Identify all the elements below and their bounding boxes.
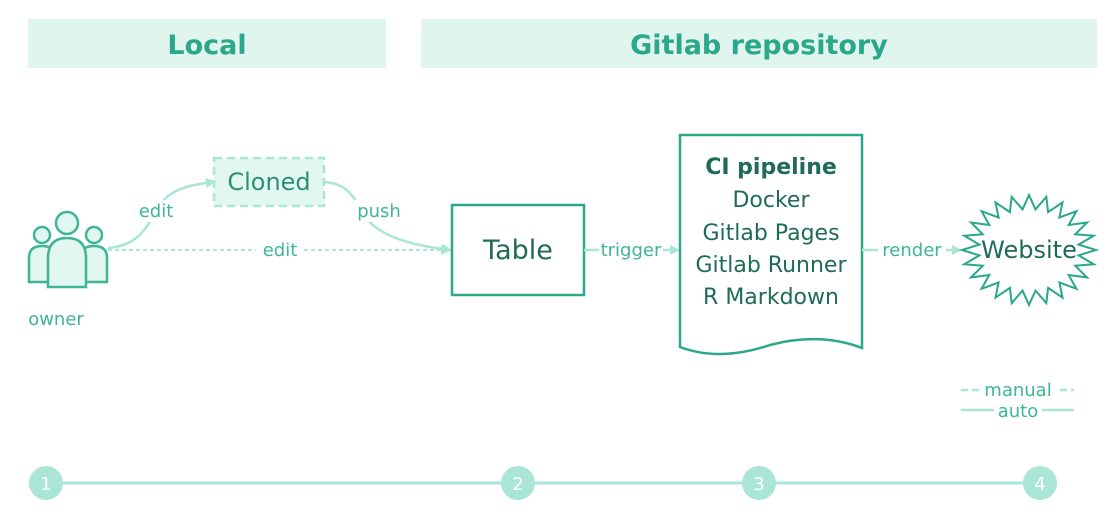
gitlab-header: Gitlab repository — [421, 19, 1097, 68]
edge-push-label: push — [357, 201, 401, 222]
local-header-label: Local — [167, 30, 246, 61]
ci-pipeline-title: CI pipeline — [705, 155, 837, 180]
legend-auto-label: auto — [998, 401, 1039, 422]
gitlab-header-label: Gitlab repository — [630, 30, 888, 61]
cloned-node — [212, 156, 326, 208]
timeline-step-4: 4 — [1034, 474, 1045, 495]
ci-pipeline-item-runner: Gitlab Runner — [695, 253, 847, 278]
edge-push — [323, 180, 452, 254]
ci-pipeline-item-docker: Docker — [732, 188, 810, 213]
edge-edit-direct-label: edit — [263, 240, 298, 261]
starburst-icon — [958, 192, 1100, 308]
owner-label: owner — [28, 309, 84, 330]
ci-pipeline-node — [678, 133, 864, 356]
website-label: Website — [981, 236, 1077, 264]
timeline-step-1: 1 — [40, 474, 51, 495]
edge-edit-clone — [107, 177, 216, 250]
edge-edit-clone-label: edit — [139, 201, 174, 222]
cloned-label: Cloned — [227, 168, 310, 196]
timeline-step-2: 2 — [512, 474, 523, 495]
edge-render-label: render — [882, 240, 942, 261]
ci-pipeline-item-pages: Gitlab Pages — [702, 221, 839, 246]
legend-manual-label: manual — [984, 380, 1051, 401]
ci-pipeline-item-rmarkdown: R Markdown — [703, 285, 839, 310]
edge-trigger-label: trigger — [601, 240, 662, 261]
timeline-step-3: 3 — [753, 474, 764, 495]
table-label: Table — [482, 235, 553, 266]
local-header: Local — [28, 19, 386, 68]
users-group-icon — [27, 210, 109, 289]
timeline: 1 2 3 4 — [29, 466, 1057, 500]
legend: manual auto — [961, 379, 1074, 422]
